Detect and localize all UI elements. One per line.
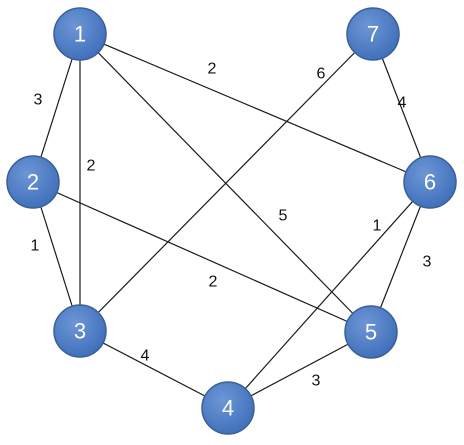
node-2-circle[interactable] [6, 155, 60, 209]
node-6-label: 6 [424, 170, 436, 195]
nodes-layer: 1 2 3 4 5 6 7 [6, 7, 457, 435]
weight-2-3: 1 [31, 238, 40, 255]
edge-5-6 [370, 181, 431, 333]
node-4[interactable]: 4 [201, 381, 255, 435]
node-4-label: 4 [222, 396, 234, 421]
node-3-label: 3 [74, 319, 86, 344]
edge-4-6 [227, 181, 431, 409]
node-1-circle[interactable] [53, 7, 107, 61]
weight-1-3: 2 [87, 158, 96, 175]
weights-layer: 3 2 5 2 1 2 6 4 3 1 3 4 [31, 61, 432, 390]
weight-6-7: 4 [398, 95, 407, 112]
weight-1-6: 2 [208, 61, 217, 78]
node-1-label: 1 [74, 22, 86, 47]
weight-1-5: 5 [279, 208, 288, 225]
node-5[interactable]: 5 [344, 305, 398, 359]
weight-4-5: 3 [312, 373, 321, 390]
node-6-circle[interactable] [403, 155, 457, 209]
node-7-circle[interactable] [346, 7, 400, 61]
node-2-label: 2 [27, 170, 39, 195]
weight-5-6: 3 [423, 254, 432, 271]
node-4-circle[interactable] [201, 381, 255, 435]
node-3-circle[interactable] [53, 304, 107, 358]
node-3[interactable]: 3 [53, 304, 107, 358]
node-1[interactable]: 1 [53, 7, 107, 61]
node-6[interactable]: 6 [403, 155, 457, 209]
node-5-circle[interactable] [344, 305, 398, 359]
weight-4-6: 1 [373, 218, 382, 235]
node-5-label: 5 [365, 320, 377, 345]
edge-3-7 [79, 33, 374, 332]
weight-3-4: 4 [141, 348, 150, 365]
edge-3-4 [79, 330, 229, 409]
weight-3-7: 6 [317, 66, 326, 83]
node-7-label: 7 [367, 22, 379, 47]
weight-1-2: 3 [34, 92, 43, 109]
edge-2-5 [32, 181, 372, 333]
weight-2-5: 2 [209, 274, 218, 291]
node-2[interactable]: 2 [6, 155, 60, 209]
edge-1-6 [79, 33, 431, 183]
node-7[interactable]: 7 [346, 7, 400, 61]
edge-4-5 [227, 331, 372, 409]
